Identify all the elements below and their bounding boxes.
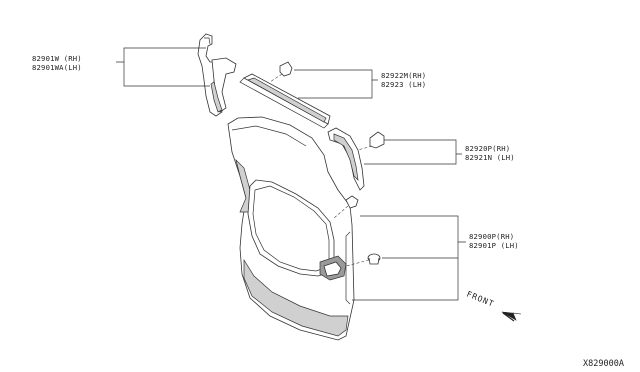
front-indicator: FRONT (465, 290, 522, 322)
leader-lines (116, 47, 466, 301)
pillar-trim-82901w (197, 33, 237, 117)
label-82901wa-lh: 82901WA(LH) (32, 63, 82, 72)
label-82901w-rh: 82901W (RH) (32, 54, 82, 63)
install-line (345, 259, 370, 267)
label-82923-lh: 82923 (LH) (381, 80, 426, 89)
label-82922m-rh: 82922M(RH) (381, 71, 426, 80)
diagram-reference: X829000A (583, 359, 624, 369)
label-82921n-lh: 82921N (LH) (465, 153, 515, 162)
rear-side-trim-panel (227, 116, 355, 341)
trim-strip-82922m (239, 61, 331, 129)
install-line (357, 145, 373, 151)
install-line (333, 205, 349, 219)
install-line (269, 73, 283, 83)
upper-trim-82920p (327, 127, 385, 191)
panel-clip (345, 195, 359, 209)
front-label: FRONT (465, 290, 495, 309)
front-arrow-shaft (502, 312, 515, 322)
label-82920p-rh: 82920P(RH) (465, 144, 510, 153)
label-82901p-lh: 82901P (LH) (469, 241, 519, 250)
front-arrow-icon (501, 311, 522, 321)
trim-fastener (367, 253, 381, 265)
label-82900p-rh: 82900P(RH) (469, 232, 514, 241)
